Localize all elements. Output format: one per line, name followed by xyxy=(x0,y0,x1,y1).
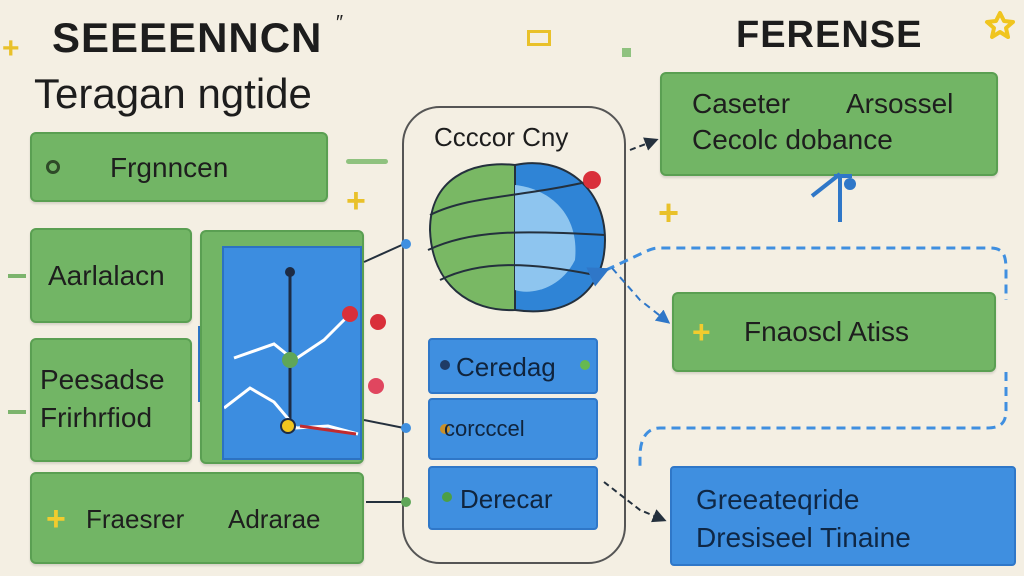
arrow-up-dot xyxy=(844,178,856,190)
center-item-derecar-label: Derecar xyxy=(460,484,553,514)
chart-point-top xyxy=(285,267,295,277)
node-fraesrer-label-left: Fraesrer xyxy=(86,504,185,534)
center-item-ceredag-label: Ceredag xyxy=(456,352,556,382)
chart-marker-line xyxy=(299,424,357,436)
arrow-up-icon xyxy=(810,172,852,222)
connector-panel-to-caseter xyxy=(629,137,659,151)
node-caseter-line1-right: Arsossel xyxy=(846,88,954,119)
node-peesadse[interactable]: Peesadse Frirhrfiod xyxy=(30,338,192,462)
node-aarlalacn[interactable]: Aarlalacn xyxy=(30,228,192,323)
node-peesadse-line2: Frirhrfiod xyxy=(40,402,153,433)
node-greeateqride-line2: Dresiseel Tinaine xyxy=(696,522,911,553)
plus-icon: + xyxy=(692,314,711,350)
center-item-corccel-label: corcccel xyxy=(444,416,525,441)
line-chart-card xyxy=(200,230,364,464)
red-dot-icon xyxy=(368,378,384,394)
chart-point-yellow xyxy=(280,418,296,434)
left-title-line2: Teragan ngtide xyxy=(34,70,312,117)
node-aarlalacn-label: Aarlalacn xyxy=(48,260,165,291)
node-fnaoscl-label: Fnaoscl Atiss xyxy=(744,316,909,347)
center-panel-title: Ccccor Cny xyxy=(434,122,569,152)
connector-dot xyxy=(401,497,411,507)
connector-chart-to-list xyxy=(363,419,405,429)
bullet-dot-icon xyxy=(46,160,60,174)
blob-stroke-2 xyxy=(427,231,606,251)
bullet-dot-icon xyxy=(440,424,450,434)
node-fraesrer-label-right: Adrarae xyxy=(228,504,321,534)
plus-sparkle-icon: + xyxy=(346,182,366,220)
node-greeateqride-line1: Greeateqride xyxy=(696,484,860,515)
bullet-dot-icon xyxy=(580,360,590,370)
center-item-derecar[interactable]: Derecar xyxy=(428,466,598,530)
chart-series-lower xyxy=(223,386,359,436)
connector-dot xyxy=(401,423,411,433)
line-chart-plot xyxy=(222,246,362,460)
blob-stroke-3 xyxy=(439,264,596,281)
square-doodle-icon xyxy=(527,30,551,46)
node-greeateqride[interactable]: Greeateqride Dresiseel Tinaine xyxy=(670,466,1016,566)
plus-sparkle-icon: + xyxy=(2,32,20,65)
node-frgnncen-label: Frgnncen xyxy=(110,152,229,183)
node-caseter-line2: Cecolc dobance xyxy=(692,124,893,155)
node-fnaoscl[interactable]: + Fnaoscl Atiss xyxy=(672,292,996,372)
connector-dashed-loop-top xyxy=(586,246,1008,300)
connector-panel-to-greeateqride xyxy=(603,481,667,523)
square-doodle-icon xyxy=(622,48,631,57)
node-caseter-line1-left: Caseter xyxy=(692,88,791,119)
blob-red-dot xyxy=(583,171,601,189)
connector-dot xyxy=(401,239,411,249)
chart-point-green xyxy=(282,352,298,368)
bullet-dot-icon xyxy=(440,360,450,370)
node-caseter[interactable]: Caseter Arsossel Cecolc dobance xyxy=(660,72,998,176)
node-peesadse-line1: Peesadse xyxy=(40,364,165,395)
star-doodle-icon xyxy=(984,10,1016,42)
right-title: FERENSE xyxy=(736,14,923,56)
center-panel: Ccccor Cny xyxy=(402,106,626,564)
dash-doodle-icon xyxy=(346,159,388,164)
plus-icon: + xyxy=(46,500,66,538)
node-frgnncen[interactable]: Frgnncen xyxy=(30,132,328,202)
blob-stroke-1 xyxy=(429,179,596,216)
red-dot-icon xyxy=(370,314,386,330)
connector-blob-to-fnaoscl xyxy=(611,267,671,324)
plus-sparkle-icon: + xyxy=(658,192,680,233)
left-title-line1: SEEEENNCN xyxy=(52,14,323,61)
center-item-corccel[interactable]: corcccel xyxy=(428,398,598,460)
center-item-ceredag[interactable]: Ceredag xyxy=(428,338,598,394)
chart-point-red xyxy=(342,306,358,322)
connector-dashed-loop-bottom xyxy=(638,372,1008,470)
bullet-dot-icon xyxy=(442,492,452,502)
left-title-accent-icon: ″ xyxy=(336,12,344,34)
node-fraesrer[interactable]: + Fraesrer Adrarae xyxy=(30,472,364,564)
connector-chart-to-blob xyxy=(363,243,405,263)
